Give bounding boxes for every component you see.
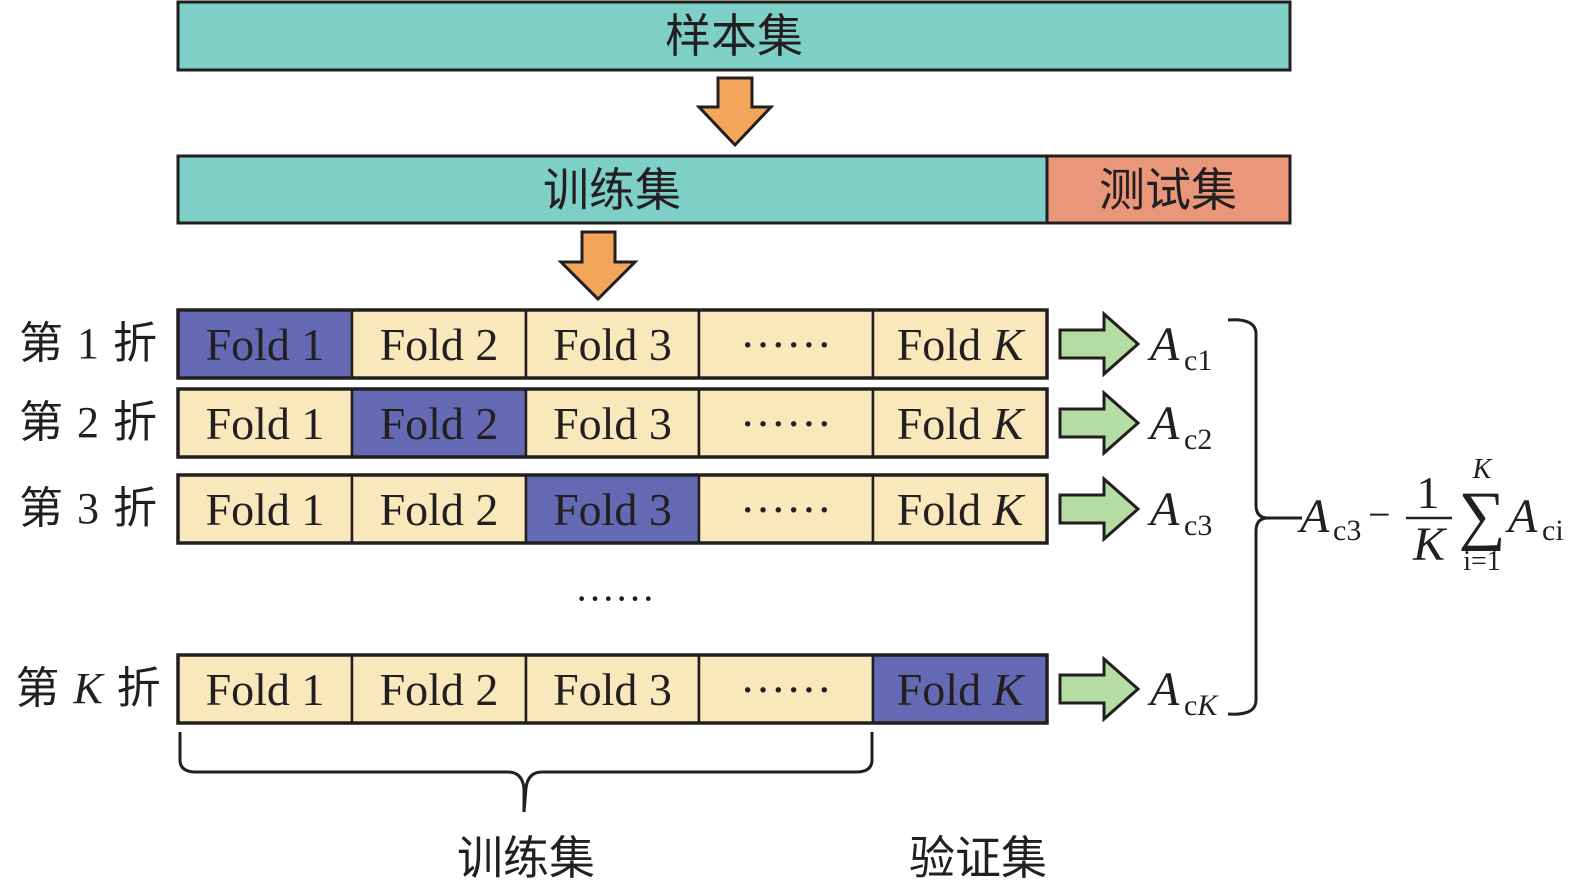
formula: A c3 − 1 K K ∑ i=1 A ci (1297, 454, 1564, 577)
fold-result-sub: c1 (1184, 344, 1212, 377)
fold-row-border (176, 473, 1049, 545)
fold-result-sub: c3 (1184, 509, 1212, 542)
fold-row-label: 第 1 折 (19, 318, 157, 369)
training-fold-cell (871, 473, 1049, 545)
training-fold-cell (350, 653, 528, 725)
bottom-validation-label: 验证集 (909, 831, 1047, 885)
training-fold-cell (871, 308, 1049, 380)
fold-result-base: A (1147, 397, 1180, 450)
right-arrow-icon (1058, 389, 1141, 457)
formula-term2-base: A (1505, 490, 1538, 543)
sample-set-block: 样本集 (176, 0, 1292, 72)
fold-cell-label: Fold 3 (553, 319, 672, 370)
fold-row-label: 第 K 折 (15, 663, 160, 714)
fold-cell-label: Fold 3 (553, 398, 672, 449)
formula-term1-base: A (1297, 490, 1330, 543)
down-arrow-icon (695, 76, 775, 148)
formula-frac-den: K (1412, 518, 1448, 571)
fold-cell-label: Fold K (897, 664, 1026, 715)
training-fold-cell (697, 387, 875, 459)
bottom-training-label: 训练集 (457, 831, 595, 885)
training-fold-cell (697, 473, 875, 545)
fold-row-border (176, 308, 1049, 380)
fold-cell-label: ······ (740, 664, 832, 715)
fold-row-border (176, 387, 1049, 459)
fold-cell-label: ······ (740, 319, 832, 370)
formula-sum-symbol: ∑ (1458, 479, 1505, 552)
training-fold-cell (524, 387, 701, 459)
fold-cell-label: ······ (740, 484, 832, 535)
formula-sum-lower: i=1 (1463, 546, 1501, 577)
fold-row-label: 第 2 折 (19, 397, 157, 448)
fold-row-label-prefix: 第 (15, 663, 73, 714)
fold-cell-label: Fold K (897, 398, 1026, 449)
fold-cell-label: Fold K (897, 484, 1026, 535)
fold-cell-label: Fold 2 (380, 484, 499, 535)
fold-result-base: A (1147, 483, 1180, 536)
training-fold-cell (524, 308, 701, 380)
right-brace (1227, 318, 1269, 716)
fold-row-label-number: 1 (77, 319, 99, 368)
fold-row-label-prefix: 第 (19, 483, 77, 534)
rows-ellipsis: ······ (575, 576, 655, 621)
formula-term1-sub: c3 (1333, 514, 1361, 547)
training-set-bar (176, 154, 1049, 225)
fold-cell-label: Fold 3 (553, 664, 672, 715)
fold-cell-label: Fold 1 (206, 484, 325, 535)
fold-row-label-number: 3 (77, 484, 99, 533)
sample-set-bar (176, 0, 1292, 72)
fold-result-sub: c2 (1184, 423, 1212, 456)
formula-term2-sub: ci (1542, 514, 1564, 547)
fold-row-label-suffix: 折 (99, 318, 157, 369)
fold-result-base: A (1147, 663, 1180, 716)
bottom-brace (178, 732, 874, 813)
fold-cell-label: Fold 3 (553, 484, 672, 535)
training-fold-cell (176, 653, 354, 725)
formula-sum-upper: K (1472, 454, 1493, 485)
training-fold-cell (350, 473, 528, 545)
fold-row-label-suffix: 折 (103, 663, 161, 714)
right-arrow-icon (1058, 475, 1141, 543)
fold-row-border (176, 653, 1049, 725)
formula-frac-num: 1 (1417, 467, 1440, 518)
training-fold-cell (176, 473, 354, 545)
fold-cell-label: Fold 2 (380, 319, 499, 370)
down-arrow-icon (557, 230, 639, 302)
fold-row-label-suffix: 折 (99, 397, 157, 448)
fold-row-label-prefix: 第 (19, 397, 77, 448)
fold-row-label-number: K (72, 664, 105, 713)
fold-cell-label: Fold 2 (380, 664, 499, 715)
right-arrow-icon (1058, 310, 1141, 378)
training-fold-cell (176, 387, 354, 459)
sample-set-label: 样本集 (665, 9, 803, 63)
fold-row-label-prefix: 第 (19, 318, 77, 369)
fold-result-sub: cK (1184, 689, 1219, 722)
fold-cell-label: ······ (740, 398, 832, 449)
fold-result-base: A (1147, 318, 1180, 371)
fold-cell-label: Fold K (897, 319, 1026, 370)
training-fold-cell (697, 653, 875, 725)
fold-cell-label: Fold 1 (206, 398, 325, 449)
training-set-label: 训练集 (543, 163, 681, 217)
fold-cell-label: Fold 2 (380, 398, 499, 449)
fold-cell-label: Fold 1 (206, 664, 325, 715)
fold-row-label-suffix: 折 (99, 483, 157, 534)
test-set-label: 测试集 (1099, 163, 1237, 217)
fold-row-label: 第 3 折 (19, 483, 157, 534)
train-test-split: 训练集 测试集 (176, 154, 1292, 225)
fold-row-label-number: 2 (77, 398, 99, 447)
fold-cell-label: Fold 1 (206, 319, 325, 370)
test-set-bar (1045, 154, 1292, 225)
right-arrow-icon (1058, 655, 1141, 723)
formula-minus: − (1368, 492, 1391, 537)
